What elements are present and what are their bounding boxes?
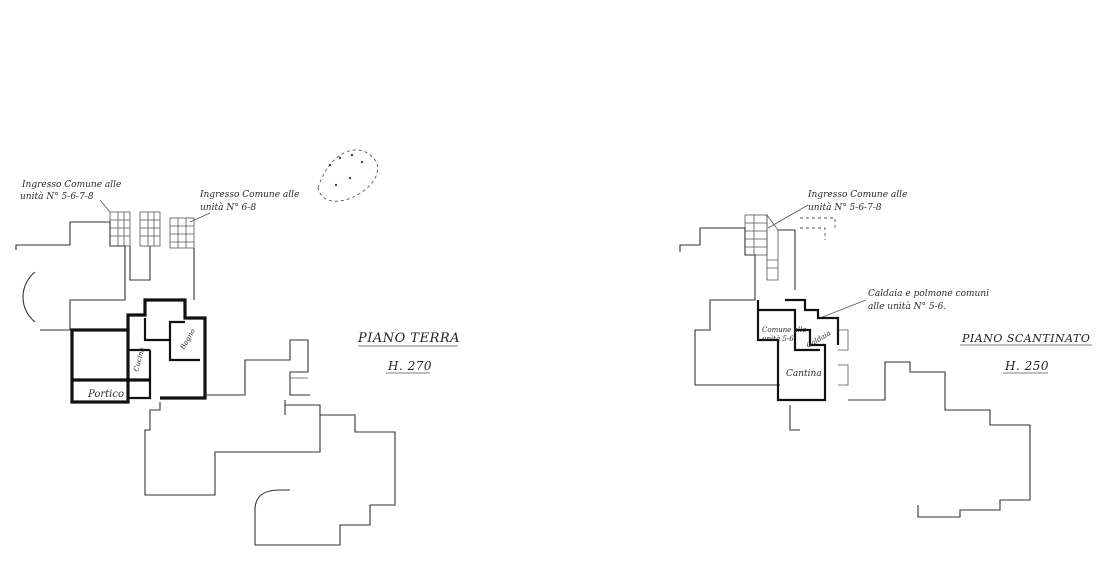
entrance-stairs bbox=[109, 211, 195, 249]
basement-stairs bbox=[744, 213, 779, 281]
dashed-outline bbox=[800, 217, 836, 240]
ground-entrance-note-1-line1: Ingresso Comune alle bbox=[21, 180, 121, 190]
ground-entrance-note-1-line2: unità N° 5-6-7-8 bbox=[20, 191, 94, 202]
ground-entrance-note-2-line1: Ingresso Comune alle bbox=[199, 190, 299, 200]
apartment-walls bbox=[70, 298, 207, 404]
basement-leader-line-2 bbox=[819, 299, 867, 319]
basement-entrance-note-line2: unità N° 5-6-7-8 bbox=[808, 202, 882, 213]
room-label-comune-line2: unità 5-6 bbox=[762, 335, 794, 343]
ground-lower-outline bbox=[144, 402, 396, 546]
curved-terrace bbox=[22, 271, 36, 323]
basement-stub bbox=[789, 405, 800, 431]
basement-height: H. 250 bbox=[1004, 359, 1049, 373]
room-label-comune-line1: Comune alle bbox=[762, 326, 806, 334]
room-label-cantina: Cantina bbox=[786, 369, 822, 379]
room-label-portico: Portico bbox=[87, 389, 124, 400]
basement-walls bbox=[756, 298, 849, 402]
basement-plan: Ingresso Comune alle unità N° 5-6-7-8 Ca… bbox=[679, 190, 1092, 518]
basement-site-outline bbox=[679, 227, 796, 386]
basement-lower-outline bbox=[848, 361, 1031, 518]
ground-leader-line-1 bbox=[99, 199, 111, 213]
basement-boiler-note-line2: alle unità N° 5-6. bbox=[868, 301, 946, 312]
basement-leader-line-1 bbox=[767, 204, 809, 229]
basement-title: PIANO SCANTINATO bbox=[961, 332, 1090, 345]
ground-floor-title: PIANO TERRA bbox=[357, 331, 460, 346]
ground-floor-height: H. 270 bbox=[387, 359, 432, 373]
tree-symbol bbox=[317, 149, 379, 202]
basement-boiler-note-line1: Caldaia e polmone comuni bbox=[868, 289, 989, 299]
ground-leader-line-2 bbox=[189, 212, 211, 223]
ground-entrance-note-2-line2: unità N° 6-8 bbox=[200, 202, 256, 213]
ground-site-outline bbox=[15, 221, 195, 331]
basement-entrance-note-line1: Ingresso Comune alle bbox=[807, 190, 907, 200]
ground-floor-plan: Ingresso Comune alle unità N° 5-6-7-8 In… bbox=[15, 149, 460, 546]
room-label-bagno: Bagno bbox=[178, 327, 197, 351]
